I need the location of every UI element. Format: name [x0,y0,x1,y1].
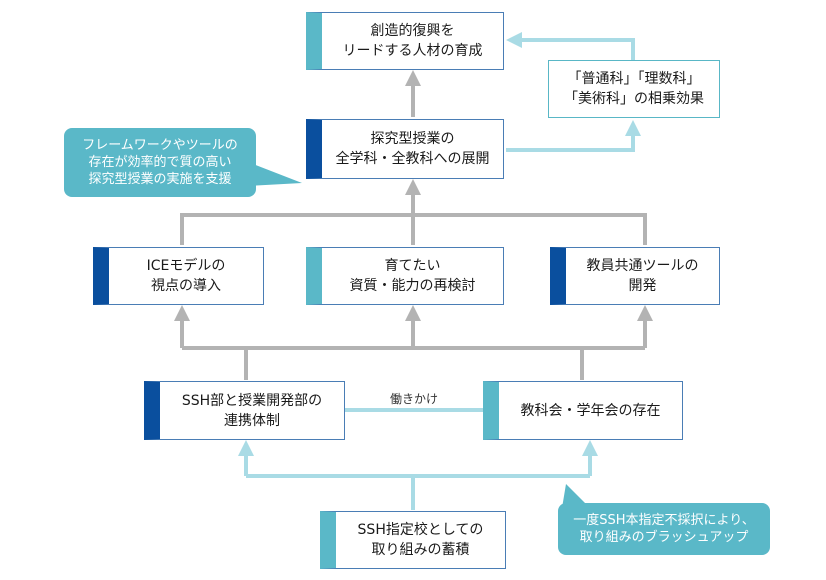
node-tools-label: 教員共通ツールの 開発 [586,258,699,294]
callout-framework: フレームワークやツールの 存在が効率的で質の高い 探究型授業の実施を支援 [64,128,256,197]
arrow-synergy-to-goal [506,32,635,60]
node-ice: ICEモデルの 視点の導入 [93,247,264,305]
node-ssh-dept: SSH部と授業開発部の 連携体制 [144,381,345,440]
callout-brushup-tail [562,484,590,508]
callout-framework-text: フレームワークやツールの 存在が効率的で質の高い 探究型授業の実施を支援 [82,138,238,187]
arrow-inquiry-to-synergy [506,120,641,152]
node-goal-label: 創造的復興を リードする人材の育成 [342,23,483,59]
node-inquiry-label: 探究型授業の 全学科・全教科への展開 [335,131,490,167]
node-ssh-school-label: SSH指定校としての 取り組みの蓄積 [357,522,484,558]
node-synergy: 「普通科」「理数科」 「美術科」の相乗効果 [548,60,720,118]
callout-brushup-text: 一度SSH本指定不採択により、 取り組みのブラッシュアップ [573,513,755,545]
bottom-to-middle-bus [182,346,645,380]
link-label: 働きかけ [390,392,439,406]
node-ssh-dept-label: SSH部と授業開発部の 連携体制 [181,392,323,429]
node-abilities: 育てたい 資質・能力の再検討 [306,247,504,305]
node-subject-meeting-label: 教科会・学年会の存在 [520,402,661,419]
callout-framework-tail [248,162,302,186]
node-ice-label: ICEモデルの 視点の導入 [146,258,226,294]
node-synergy-label: 「普通科」「理数科」 「美術科」の相乗効果 [564,71,704,107]
node-abilities-label: 育てたい 資質・能力の再検討 [349,258,476,294]
node-ssh-school: SSH指定校としての 取り組みの蓄積 [320,511,506,569]
node-tools: 教員共通ツールの 開発 [550,247,720,305]
split-ssh-school [246,474,590,510]
node-inquiry: 探究型授業の 全学科・全教科への展開 [306,119,504,179]
merge-middle-row [180,213,647,245]
callout-brushup: 一度SSH本指定不採択により、 取り組みのブラッシュアップ [558,503,770,555]
node-goal: 創造的復興を リードする人材の育成 [306,12,504,70]
node-subject-meeting: 教科会・学年会の存在 [483,381,683,440]
